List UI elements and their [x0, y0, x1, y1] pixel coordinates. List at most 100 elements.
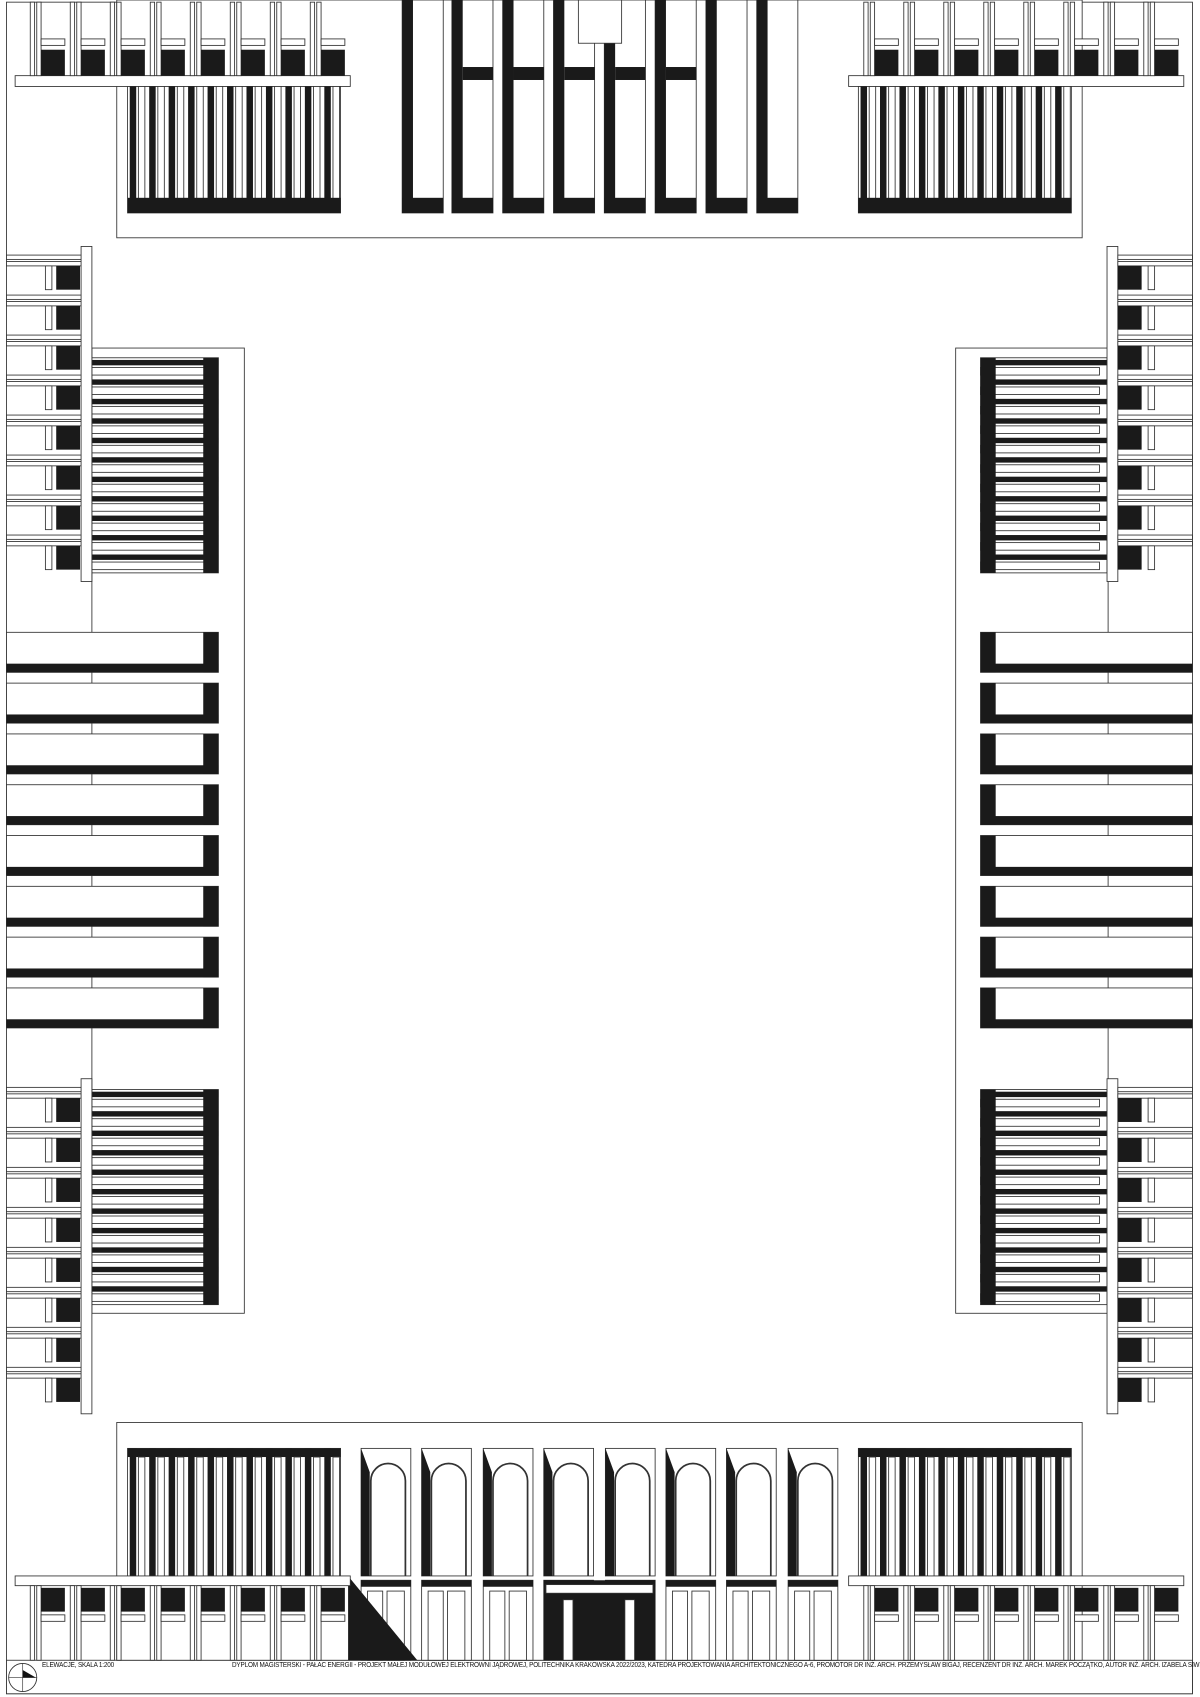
solid-panel — [91, 398, 219, 405]
solid-panel — [203, 683, 219, 724]
outline — [69, 1585, 76, 1661]
solid-panel — [56, 385, 80, 410]
solid-panel — [980, 515, 1108, 521]
outline — [1147, 505, 1156, 531]
outline — [240, 38, 266, 46]
side-bay — [6, 733, 219, 775]
outline — [44, 1377, 53, 1403]
solid-panel — [1034, 1587, 1059, 1612]
solid-panel — [56, 545, 80, 570]
side-fins — [91, 1089, 219, 1306]
solid-panel — [954, 49, 979, 76]
solid-panel — [304, 1448, 312, 1576]
solid-panel — [91, 476, 219, 483]
outline — [983, 1585, 989, 1661]
outline — [1147, 1137, 1156, 1163]
solid-panel — [615, 67, 646, 80]
solid-panel — [41, 49, 65, 76]
outline — [280, 38, 306, 46]
outline — [91, 1157, 212, 1166]
outline — [91, 483, 212, 493]
solid-panel — [6, 917, 219, 927]
outline — [1117, 1086, 1193, 1093]
outline — [1069, 1, 1076, 77]
solid-panel — [980, 357, 996, 573]
outline — [44, 1337, 53, 1363]
solid-panel — [1117, 425, 1142, 450]
outline — [447, 1590, 466, 1661]
outline — [6, 461, 82, 467]
outline — [1117, 541, 1193, 547]
outline — [1063, 86, 1071, 206]
solid-panel — [129, 1448, 137, 1576]
outline — [6, 1286, 82, 1293]
solid-panel — [980, 937, 996, 978]
outline — [36, 1585, 42, 1661]
solid-panel — [161, 49, 185, 76]
solid-panel — [938, 1448, 945, 1576]
outline — [254, 86, 263, 206]
solid-panel — [996, 1448, 1004, 1576]
solid-panel — [1117, 1138, 1142, 1162]
outline — [91, 386, 212, 395]
outline — [1117, 1213, 1193, 1219]
outline — [69, 1, 76, 77]
solid-panel — [914, 1587, 939, 1612]
solid-panel — [56, 505, 80, 530]
outline — [1117, 494, 1193, 500]
outline — [316, 1585, 322, 1661]
solid-panel — [880, 1448, 887, 1576]
side-balcony — [6, 1078, 93, 1415]
outline — [137, 1456, 146, 1577]
solid-panel — [241, 1587, 265, 1612]
solid-panel — [324, 1448, 331, 1576]
solid-panel — [56, 305, 80, 330]
solid-panel — [980, 1227, 1108, 1234]
solid-panel — [980, 1286, 1108, 1292]
solid-panel — [1055, 1448, 1062, 1576]
title-strip — [6, 1659, 1193, 1695]
solid-panel — [207, 1448, 215, 1576]
solid-panel — [41, 1587, 65, 1612]
solid-panel — [161, 1587, 185, 1612]
solid-panel — [91, 535, 219, 541]
outline — [1117, 381, 1193, 387]
outline — [6, 1326, 82, 1333]
outline — [91, 1176, 212, 1186]
outline — [691, 1590, 710, 1661]
outline — [1024, 86, 1032, 206]
solid-panel — [994, 49, 1019, 76]
solid-panel — [1114, 49, 1139, 76]
solid-panel — [203, 357, 219, 573]
outline — [189, 1585, 196, 1661]
solid-panel — [980, 663, 1193, 673]
outline — [44, 1257, 53, 1283]
solid-panel — [980, 1150, 1108, 1156]
solid-panel — [980, 1169, 1108, 1175]
outline — [91, 542, 212, 551]
outline — [1004, 86, 1013, 206]
solid-panel — [1016, 1448, 1023, 1576]
outline — [91, 503, 212, 512]
outline — [1063, 1, 1069, 77]
outline — [332, 86, 340, 206]
solid-panel — [201, 49, 225, 76]
outline — [980, 367, 1100, 376]
outline — [293, 86, 301, 206]
outline — [160, 38, 186, 46]
outline — [91, 1137, 212, 1147]
outline — [1029, 1585, 1036, 1661]
outline — [562, 1599, 574, 1661]
outline — [907, 1456, 916, 1577]
stair-ramp — [348, 1575, 418, 1661]
outline — [672, 1590, 688, 1661]
top-pier — [401, 0, 444, 214]
outline — [869, 1, 876, 77]
solid-panel — [1117, 545, 1142, 570]
solid-panel — [56, 1218, 80, 1242]
solid-panel — [954, 1587, 979, 1612]
solid-panel — [980, 632, 996, 673]
solid-panel — [980, 683, 996, 724]
solid-panel — [127, 197, 341, 213]
outline — [76, 1585, 82, 1661]
